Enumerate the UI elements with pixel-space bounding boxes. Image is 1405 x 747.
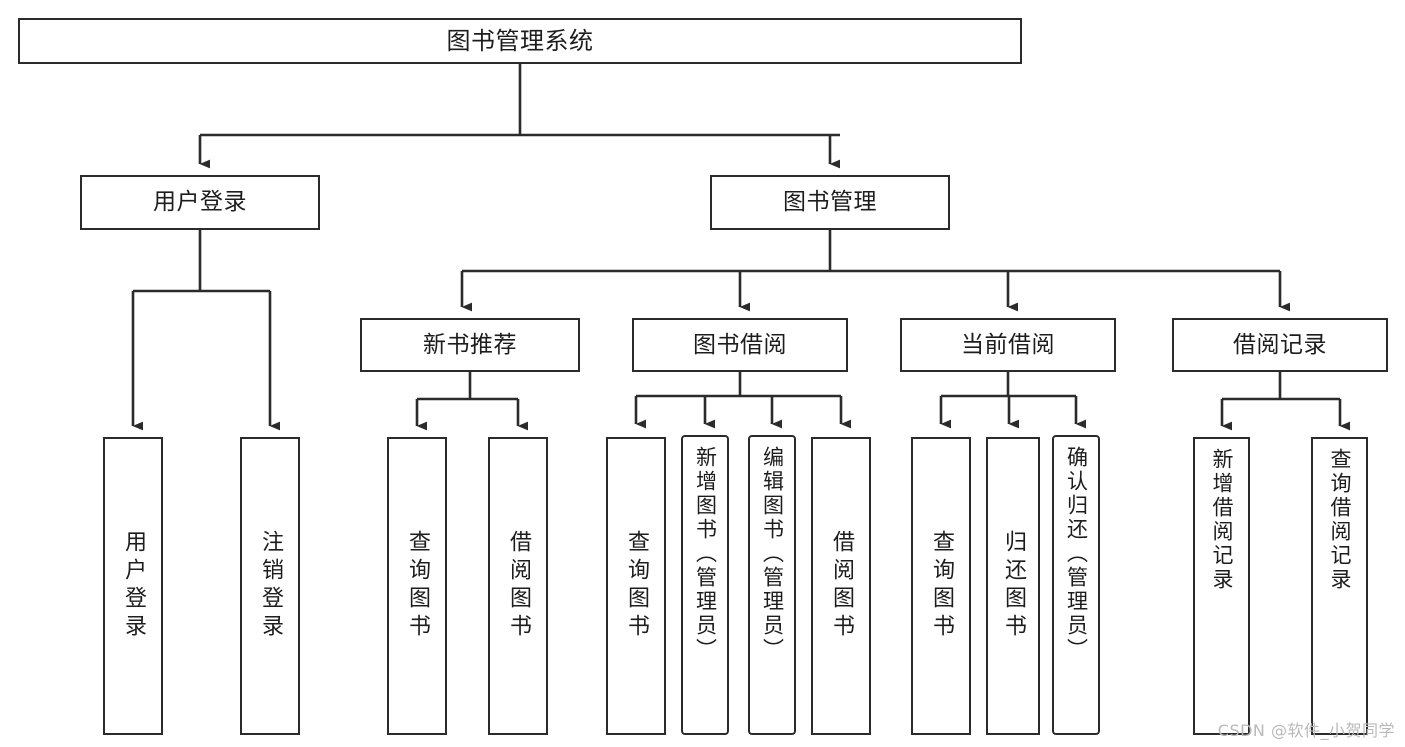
node-label-leaf-user-login: 用户登录 xyxy=(121,530,146,642)
node-root-system[interactable]: 图书管理系统 xyxy=(18,18,1022,64)
node-leaf-query-book-2[interactable]: 查询图书 xyxy=(606,437,666,735)
node-label-book-management: 图书管理 xyxy=(783,189,877,215)
node-label-leaf-query-book-1: 查询图书 xyxy=(405,530,430,642)
node-leaf-query-book-1[interactable]: 查询图书 xyxy=(387,437,447,735)
node-borrow-record[interactable]: 借阅记录 xyxy=(1172,318,1388,372)
node-leaf-borrow-book-1[interactable]: 借阅图书 xyxy=(488,437,548,735)
csdn-watermark: CSDN @软件_小贺同学 xyxy=(1217,721,1395,740)
node-leaf-user-login[interactable]: 用户登录 xyxy=(103,437,163,735)
node-leaf-return-book[interactable]: 归还图书 xyxy=(986,437,1040,735)
node-label-current-borrow: 当前借阅 xyxy=(961,331,1055,358)
node-current-borrow[interactable]: 当前借阅 xyxy=(900,318,1116,372)
node-leaf-edit-book[interactable]: 编辑图书（管理员） xyxy=(748,435,796,735)
node-leaf-confirm-return[interactable]: 确认归还（管理员） xyxy=(1052,435,1100,735)
node-leaf-query-record[interactable]: 查询借阅记录 xyxy=(1311,437,1368,735)
node-label-root: 图书管理系统 xyxy=(446,27,594,55)
node-label-leaf-add-book: 新增图书（管理员） xyxy=(693,446,718,662)
node-user-login[interactable]: 用户登录 xyxy=(80,175,320,230)
node-label-leaf-return-book: 归还图书 xyxy=(1001,530,1026,642)
node-label-leaf-confirm-return: 确认归还（管理员） xyxy=(1064,446,1089,662)
node-label-user-login: 用户登录 xyxy=(153,189,247,215)
node-leaf-borrow-book-2[interactable]: 借阅图书 xyxy=(811,437,871,735)
node-label-leaf-query-book-3: 查询图书 xyxy=(929,530,954,642)
node-label-leaf-query-book-2: 查询图书 xyxy=(624,530,649,642)
node-label-new-book-recommend: 新书推荐 xyxy=(423,331,517,358)
node-label-leaf-query-record: 查询借阅记录 xyxy=(1328,448,1352,592)
node-book-borrow[interactable]: 图书借阅 xyxy=(632,318,848,372)
node-label-leaf-add-record: 新增借阅记录 xyxy=(1210,448,1234,592)
node-label-book-borrow: 图书借阅 xyxy=(693,331,787,358)
node-label-leaf-borrow-book-2: 借阅图书 xyxy=(829,530,854,642)
node-leaf-add-book[interactable]: 新增图书（管理员） xyxy=(681,435,729,735)
node-label-leaf-edit-book: 编辑图书（管理员） xyxy=(760,446,785,662)
node-label-leaf-logout: 注销登录 xyxy=(258,530,283,642)
node-leaf-add-record[interactable]: 新增借阅记录 xyxy=(1193,437,1250,735)
node-label-borrow-record: 借阅记录 xyxy=(1233,331,1327,358)
node-new-book-recommend[interactable]: 新书推荐 xyxy=(360,318,580,372)
node-label-leaf-borrow-book-1: 借阅图书 xyxy=(506,530,531,642)
node-book-management[interactable]: 图书管理 xyxy=(710,175,950,230)
node-leaf-logout[interactable]: 注销登录 xyxy=(240,437,300,735)
node-leaf-query-book-3[interactable]: 查询图书 xyxy=(911,437,971,735)
